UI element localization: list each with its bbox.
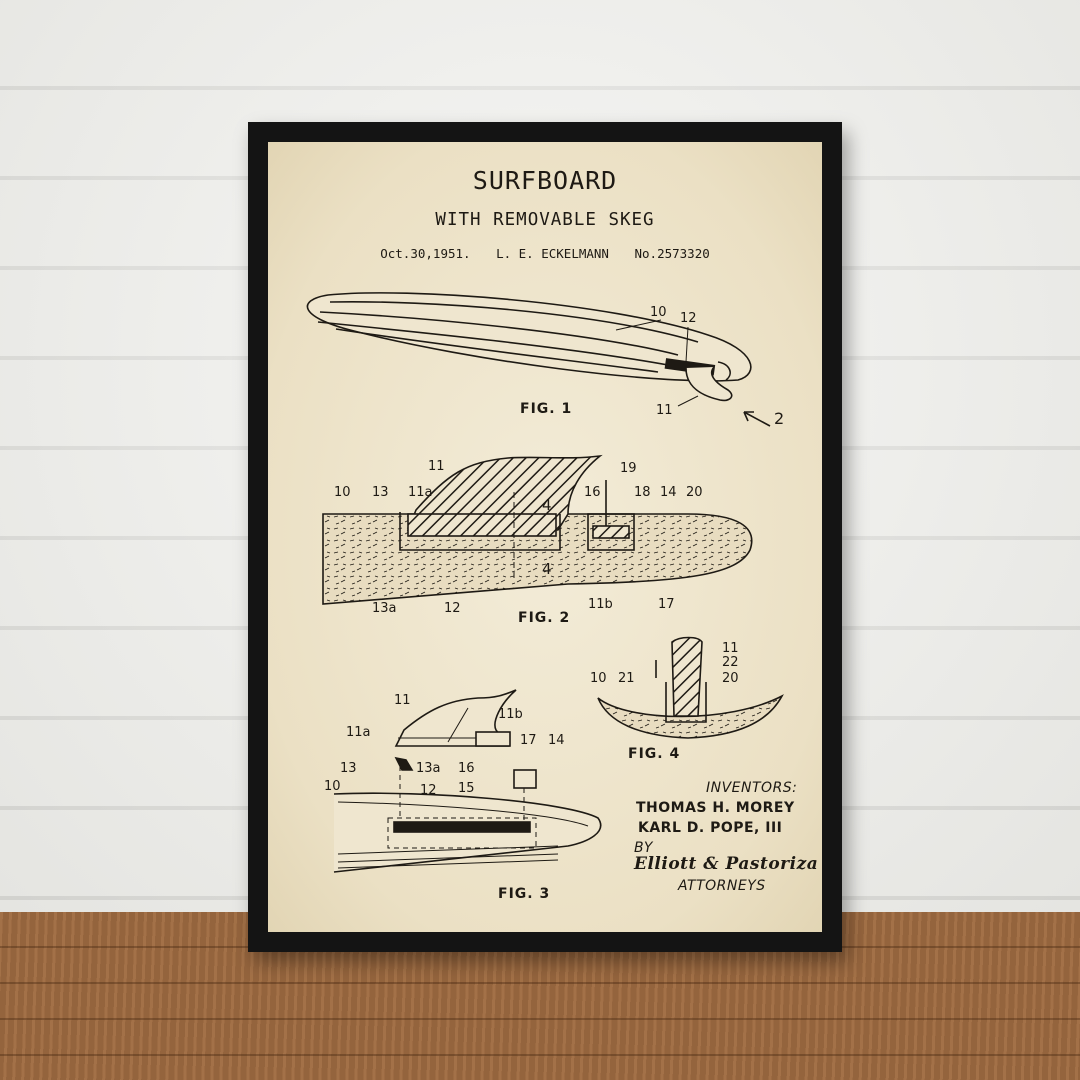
patent-meta: Oct.30,1951. L. E. ECKELMANN No.2573320 [268, 246, 822, 261]
poster-subtitle: WITH REMOVABLE SKEG [435, 210, 655, 230]
reference-numeral: 10 [324, 779, 341, 794]
caption-fig2: FIG. 2 [518, 610, 570, 626]
reference-numeral: 21 [618, 671, 635, 686]
patent-number: No.2573320 [634, 246, 710, 261]
patent-figures: 10 12 11 2 FIG. 1 11 19 10 13 11a 16 18 … [306, 292, 784, 902]
caption-fig3: FIG. 3 [498, 886, 550, 902]
fig1-surfboard [306, 292, 771, 427]
reference-numeral: 20 [722, 671, 739, 686]
reference-numeral: 11 [394, 693, 411, 708]
reference-numeral: 17 [520, 733, 537, 748]
reference-numeral: 14 [548, 733, 565, 748]
reference-numeral: 15 [458, 781, 475, 796]
inventor-name-2: KARL D. POPE, III [638, 820, 783, 836]
reference-numeral: 12 [444, 601, 461, 616]
reference-numeral: 11 [722, 641, 739, 656]
patent-drawing: SURFBOARD WITH REMOVABLE SKEG Oct.30,195… [268, 142, 822, 932]
reference-numeral: 13a [372, 601, 397, 616]
patent-date: Oct.30,1951. [380, 246, 471, 261]
reference-numeral: 20 [686, 485, 703, 500]
fig2-section [322, 454, 753, 605]
reference-numeral: 17 [658, 597, 675, 612]
reference-numeral: 11 [428, 459, 445, 474]
caption-fig4: FIG. 4 [628, 746, 680, 762]
reference-numeral: 11b [588, 597, 613, 612]
reference-numeral: 2 [774, 409, 784, 428]
reference-numeral: 11a [408, 485, 433, 500]
reference-numeral: 16 [458, 761, 475, 776]
reference-numeral: 13 [340, 761, 357, 776]
reference-numeral: 13 [372, 485, 389, 500]
attorney-signature: Elliott & Pastoriza [634, 854, 819, 874]
reference-numeral: 11a [346, 725, 371, 740]
reference-numeral: 10 [650, 305, 667, 320]
inventor-name-1: THOMAS H. MOREY [636, 800, 795, 816]
reference-numeral: 18 [634, 485, 651, 500]
fig4-end-section [597, 636, 784, 739]
reference-numeral: 10 [334, 485, 351, 500]
reference-numeral: 19 [620, 461, 637, 476]
fig3-exploded [333, 689, 602, 873]
patent-inventor: L. E. ECKELMANN [496, 246, 609, 261]
reference-numeral: 12 [680, 311, 697, 326]
reference-numeral: 12 [420, 783, 437, 798]
reference-numeral: 10 [590, 671, 607, 686]
poster-title: SURFBOARD [472, 166, 618, 195]
reference-numeral: 22 [722, 655, 739, 670]
reference-numeral: 11 [656, 403, 673, 418]
attorneys-label: ATTORNEYS [678, 878, 766, 894]
reference-numeral: 14 [660, 485, 677, 500]
reference-numeral: 11b [498, 707, 523, 722]
reference-numeral: 13a [416, 761, 441, 776]
reference-numeral: 16 [584, 485, 601, 500]
reference-numeral: 4 [542, 560, 552, 578]
reference-numeral: 4 [542, 496, 552, 514]
inventors-heading: INVENTORS: [706, 780, 798, 796]
caption-fig1: FIG. 1 [520, 401, 572, 417]
by-label: BY [634, 840, 653, 856]
